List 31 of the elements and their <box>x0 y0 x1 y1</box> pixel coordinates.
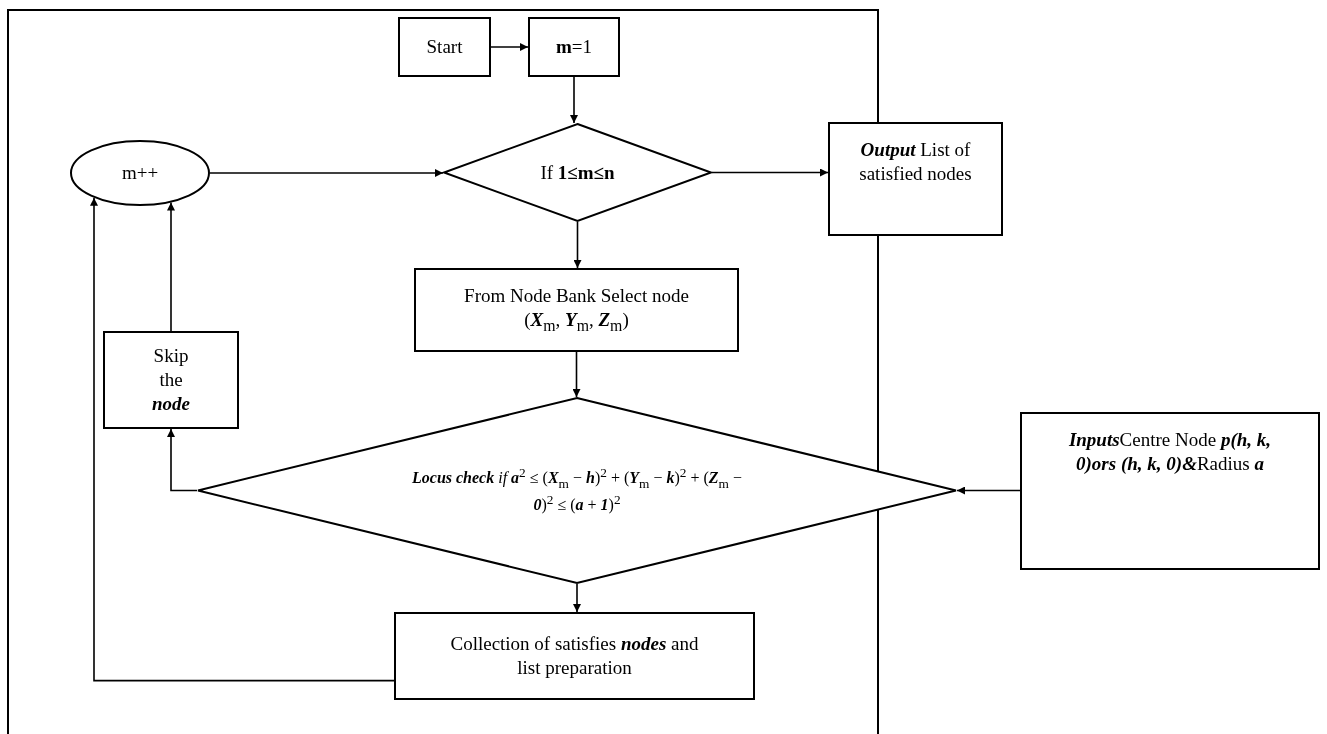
step-label: m++ <box>121 161 159 185</box>
arrow <box>573 583 581 613</box>
step-label: Skip the node <box>151 344 191 416</box>
process-box <box>103 331 239 429</box>
step-label: Start <box>426 35 463 59</box>
step-label: Collection of satisfies nodes and list preparation <box>449 632 700 680</box>
process-box <box>528 17 620 77</box>
arrow <box>209 169 444 177</box>
process-box <box>394 612 755 700</box>
step-label: From Node Bank Select node (X$_{m}$, Y$_{m}$, Z$_{m}$) <box>463 284 690 336</box>
arrow <box>572 351 581 398</box>
process-ellipse <box>70 140 210 206</box>
arrow <box>90 197 395 682</box>
step-label: Locus check if a$^{2}$ ≤ (X$_{m}$ − h)$^{2}$ + (Y$_{m}$ − k)$^{2}$ + (Z$_{m}$ − 0)$^{2}$ ≤ (a + 1)$^{2}$ <box>411 465 743 516</box>
arrow <box>167 428 198 492</box>
arrow <box>711 168 829 177</box>
arrow <box>490 43 529 51</box>
process-box <box>828 122 1003 236</box>
arrow <box>573 221 582 269</box>
step-label: InputsCentre Node p(h, k, 0)ors (h, k, 0)&Radius a <box>1067 428 1273 476</box>
step-label: If 1≤m≤n <box>540 160 615 185</box>
process-box <box>1020 412 1320 570</box>
step-label: Output List of satisfied nodes <box>858 138 973 186</box>
arrow <box>570 76 578 124</box>
arrow <box>167 201 175 332</box>
process-box <box>414 268 739 352</box>
arrow <box>956 486 1021 495</box>
process-box <box>398 17 491 77</box>
decision-diamond <box>197 397 957 584</box>
decision-diamond <box>443 123 712 222</box>
step-label: m=1 <box>555 35 592 59</box>
